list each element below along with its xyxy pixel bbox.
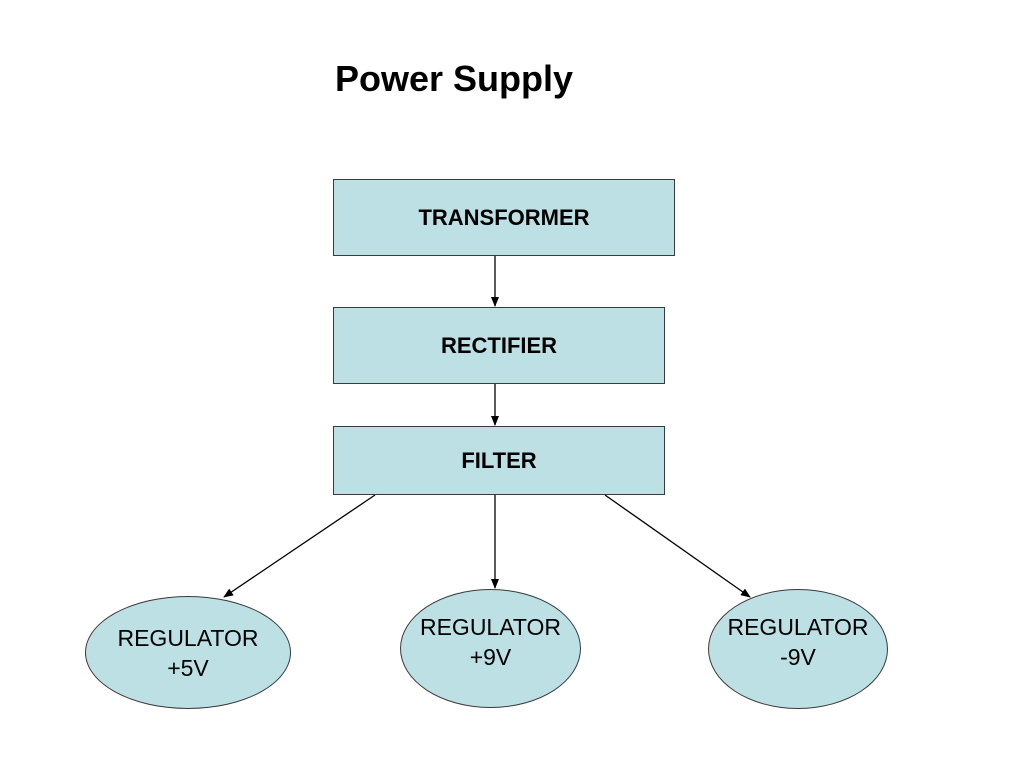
filter-block: FILTER [333,426,665,495]
regulator-minus-9v: REGULATOR -9V [708,589,888,709]
transformer-label: TRANSFORMER [418,204,590,230]
transformer-block: TRANSFORMER [333,179,675,256]
regulator-plus-9v: REGULATOR +9V [400,589,581,708]
arrow-filter-to-regulator-5v [223,494,376,598]
regulator-plus-9v-line2: +9V [469,643,512,670]
regulator-plus-5v-line1: REGULATOR [117,624,259,651]
regulator-plus-5v-line2: +5V [167,654,209,681]
diagram-title: Power Supply [335,58,574,99]
rectifier-block: RECTIFIER [333,307,665,384]
regulator-plus-5v: REGULATOR +5V [85,596,291,709]
regulator-minus-9v-line1: REGULATOR [727,614,869,640]
rectifier-label: RECTIFIER [440,332,558,358]
regulator-minus-9v-line2: -9V [780,644,816,670]
filter-label: FILTER [461,447,537,473]
regulator-plus-5v-text: REGULATOR +5V [117,623,258,683]
regulator-plus-9v-text: REGULATOR +9V [420,612,561,672]
arrow-filter-to-regulator-minus-9v [604,494,751,598]
regulator-minus-9v-text: REGULATOR -9V [727,612,868,672]
regulator-plus-9v-line1: REGULATOR [419,613,561,640]
